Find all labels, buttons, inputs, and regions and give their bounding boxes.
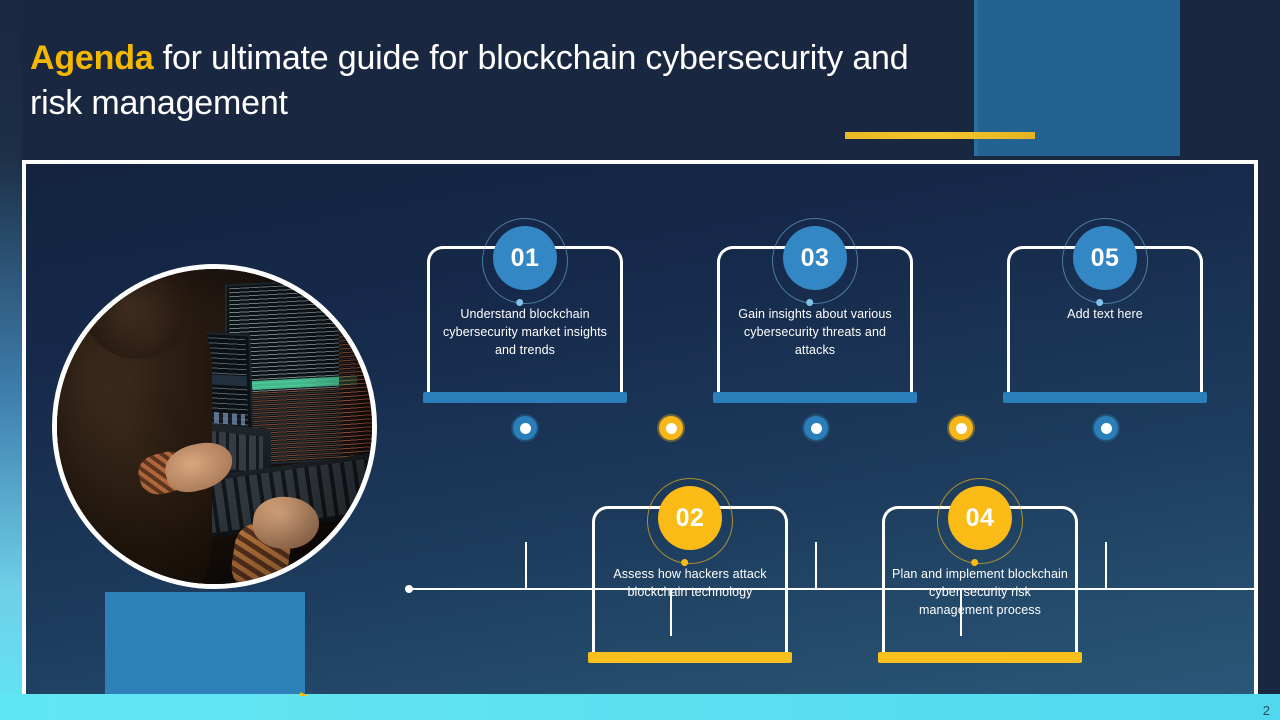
step-card-text: Plan and implement blockchain cyber secu… (892, 567, 1068, 617)
step-card-text: Understand blockchain cybersecurity mark… (442, 307, 608, 357)
step-number: 01 (510, 243, 540, 272)
bottom-cyan-strip (0, 694, 1280, 720)
timeline-node-3[interactable] (804, 416, 828, 440)
timeline-endcap-left (405, 585, 413, 593)
step-card-text: Assess how hackers attack blockchain tec… (613, 567, 767, 599)
timeline-stem-5 (1105, 542, 1107, 588)
step-number-badge: 03 (783, 226, 847, 290)
step-card-base (423, 392, 627, 403)
timeline-node-2[interactable] (659, 416, 683, 440)
step-number: 02 (675, 503, 705, 532)
page-title: Agenda for ultimate guide for blockchain… (30, 36, 930, 126)
step-number-badge: 04 (948, 486, 1012, 550)
step-number: 03 (800, 243, 830, 272)
timeline-axis (405, 585, 1254, 593)
timeline-stem-2 (670, 588, 672, 636)
top-right-blue-band (974, 0, 1180, 156)
photo-yellow-arrow-icon (300, 692, 382, 696)
step-card-text: Add text here (1067, 307, 1143, 321)
photo-circle (52, 264, 377, 589)
title-yellow-rule (845, 132, 1035, 139)
step-number-badge: 05 (1073, 226, 1137, 290)
step-number: 05 (1090, 243, 1120, 272)
timeline-stem-4 (960, 588, 962, 636)
content-panel: Understand blockchain cybersecurity mark… (22, 160, 1258, 700)
timeline-node-4[interactable] (949, 416, 973, 440)
left-gradient-strip (0, 0, 22, 720)
header: Agenda for ultimate guide for blockchain… (30, 36, 930, 126)
step-card-base (1003, 392, 1207, 403)
step-card-text: Gain insights about various cybersecurit… (738, 307, 892, 357)
step-number-badge: 02 (658, 486, 722, 550)
step-number-badge: 01 (493, 226, 557, 290)
content-panel-inner: Understand blockchain cybersecurity mark… (26, 164, 1254, 696)
timeline-node-5[interactable] (1094, 416, 1118, 440)
step-number: 04 (965, 503, 995, 532)
step-card-base (713, 392, 917, 403)
timeline-stem-3 (815, 542, 817, 588)
page-number: 2 (1262, 703, 1270, 718)
timeline-stem-1 (525, 542, 527, 588)
page-title-rest: for ultimate guide for blockchain cybers… (30, 39, 909, 122)
step-card-base (878, 652, 1082, 663)
page-title-highlight: Agenda (30, 39, 154, 77)
developer-photo (57, 269, 372, 584)
step-card-base (588, 652, 792, 663)
timeline-node-1[interactable] (513, 416, 537, 440)
